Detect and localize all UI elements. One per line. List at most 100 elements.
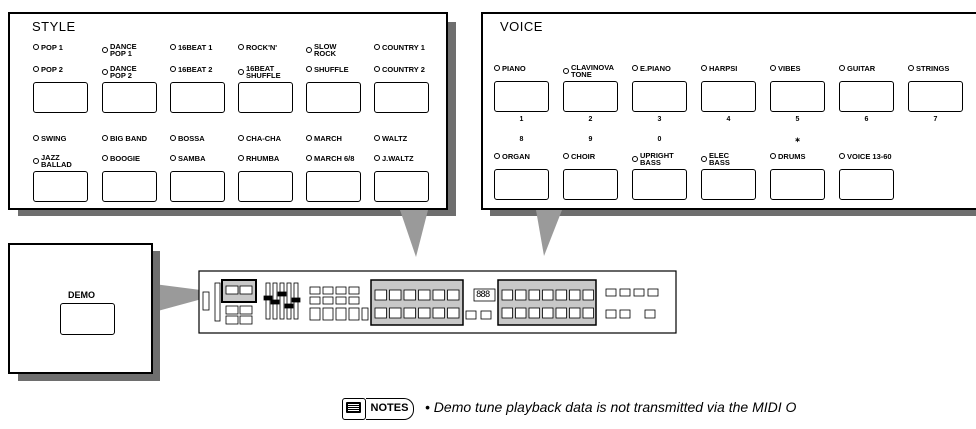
indicator-led: [33, 44, 39, 50]
voice-button[interactable]: [563, 81, 618, 112]
indicator-led: [306, 135, 312, 141]
voice-title: VOICE: [500, 19, 543, 34]
indicator-led: [563, 153, 569, 159]
voice-button[interactable]: [839, 169, 894, 200]
indicator-led: [563, 68, 569, 74]
indicator-led: [306, 47, 312, 53]
demo-panel-zoom: DEMO: [8, 243, 153, 374]
mini-panel-button: [555, 307, 567, 319]
voice-button[interactable]: [701, 169, 756, 200]
indicator-led: [238, 155, 244, 161]
mini-panel-button: [501, 307, 513, 319]
voice-button[interactable]: [770, 81, 825, 112]
notes-icon: [342, 398, 366, 420]
style-label: POP 2: [41, 65, 63, 74]
voice-label: ORGAN: [502, 152, 530, 161]
style-button[interactable]: [33, 82, 88, 113]
voice-number: 1: [519, 116, 524, 123]
mini-panel-button: [515, 307, 527, 319]
voice-label: STRINGS: [916, 64, 950, 73]
style-label: WALTZ: [382, 134, 408, 143]
indicator-led: [839, 65, 845, 71]
voice-number: 0: [657, 136, 662, 143]
voice-number: 7: [933, 116, 938, 123]
mini-panel-button: [389, 289, 402, 301]
style-label: RHUMBA: [246, 154, 280, 163]
indicator-led: [374, 135, 380, 141]
indicator-led: [494, 153, 500, 159]
indicator-led: [238, 69, 244, 75]
voice-button[interactable]: [701, 81, 756, 112]
indicator-led: [170, 135, 176, 141]
voice-number: 9: [588, 136, 593, 143]
mini-panel-button: [515, 289, 527, 301]
voice-button[interactable]: [563, 169, 618, 200]
indicator-led: [170, 44, 176, 50]
voice-pointer: [536, 210, 562, 256]
indicator-led: [770, 65, 776, 71]
style-button[interactable]: [306, 82, 361, 113]
mini-panel-button: [569, 307, 581, 319]
voice-number: 5: [795, 116, 800, 123]
style-label: MARCH 6/8: [314, 154, 355, 163]
style-button[interactable]: [238, 171, 293, 202]
voice-button[interactable]: [770, 169, 825, 200]
mini-panel-button: [447, 307, 460, 319]
mini-panel-button: [447, 289, 460, 301]
style-label: SWING: [41, 134, 67, 143]
indicator-led: [238, 44, 244, 50]
voice-number: 3: [657, 116, 662, 123]
mini-panel-button: [569, 289, 581, 301]
style-label: SHUFFLE: [314, 65, 349, 74]
style-label: SAMBA: [178, 154, 206, 163]
voice-number: 2: [588, 116, 593, 123]
voice-number: 4: [726, 116, 731, 123]
style-label: BOOGIE: [110, 154, 141, 163]
style-button[interactable]: [102, 82, 157, 113]
style-button[interactable]: [170, 171, 225, 202]
style-label: 16BEAT 1: [178, 43, 213, 52]
voice-label: CHOIR: [571, 152, 596, 161]
indicator-led: [102, 135, 108, 141]
style-button[interactable]: [374, 82, 429, 113]
voice-label: DRUMS: [778, 152, 806, 161]
mini-panel-button: [582, 307, 594, 319]
voice-button[interactable]: [494, 81, 549, 112]
style-label: J.WALTZ: [382, 154, 414, 163]
indicator-led: [306, 66, 312, 72]
style-button[interactable]: [306, 171, 361, 202]
voice-label: VIBES: [778, 64, 801, 73]
style-button[interactable]: [102, 171, 157, 202]
voice-number: 6: [864, 116, 869, 123]
mini-panel-button: [432, 307, 445, 319]
voice-button[interactable]: [494, 169, 549, 200]
style-button[interactable]: [238, 82, 293, 113]
demo-button[interactable]: [60, 303, 115, 335]
style-button[interactable]: [170, 82, 225, 113]
style-button[interactable]: [33, 171, 88, 202]
indicator-led: [306, 155, 312, 161]
indicator-led: [701, 156, 707, 162]
style-label: CHA-CHA: [246, 134, 281, 143]
indicator-led: [374, 66, 380, 72]
voice-button[interactable]: [839, 81, 894, 112]
voice-button[interactable]: [908, 81, 963, 112]
mini-panel-button: [501, 289, 513, 301]
mini-panel-button: [528, 289, 540, 301]
style-label: ROCK'N': [246, 43, 278, 52]
voice-label: PIANO: [502, 64, 526, 73]
mini-panel-button: [542, 307, 554, 319]
style-button[interactable]: [374, 171, 429, 202]
indicator-led: [632, 156, 638, 162]
voice-button[interactable]: [632, 169, 687, 200]
indicator-led: [701, 65, 707, 71]
led-display-digits: 888: [476, 290, 490, 300]
style-label: MARCH: [314, 134, 342, 143]
voice-button[interactable]: [632, 81, 687, 112]
indicator-led: [170, 66, 176, 72]
